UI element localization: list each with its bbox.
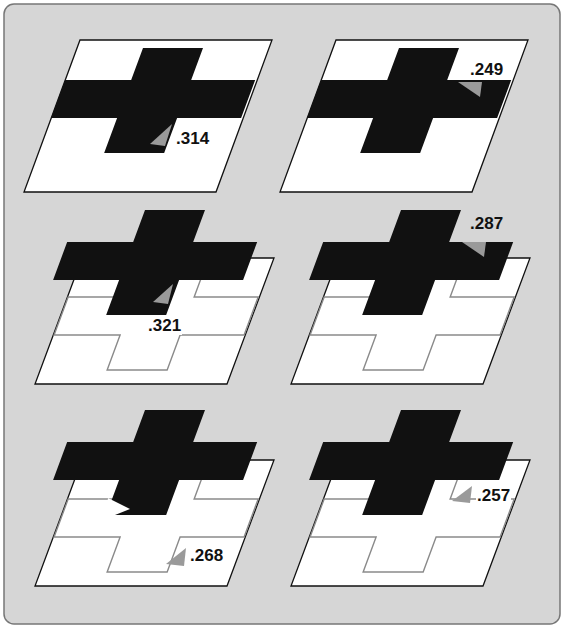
gray-triangle [452,486,472,503]
panel [24,40,272,192]
gray-triangle [462,242,486,257]
callout-number: .268 [189,546,224,565]
gray-triangle [166,548,186,566]
gray-triangle [153,284,173,304]
black-cross [296,410,525,515]
gray-triangle [150,124,172,146]
black-cross [296,210,525,315]
callout-number: .257 [476,486,511,505]
callout-number: .321 [147,316,182,335]
panel [280,40,528,192]
callout-number: .314 [175,129,210,148]
black-cross [40,410,269,515]
callout-number: .287 [469,214,504,233]
callout-number: .249 [469,60,504,79]
black-cross [38,48,267,153]
black-cross [40,210,269,315]
gray-triangle [458,82,482,97]
notch [105,498,130,519]
black-cross [294,48,523,153]
frame [4,4,560,624]
